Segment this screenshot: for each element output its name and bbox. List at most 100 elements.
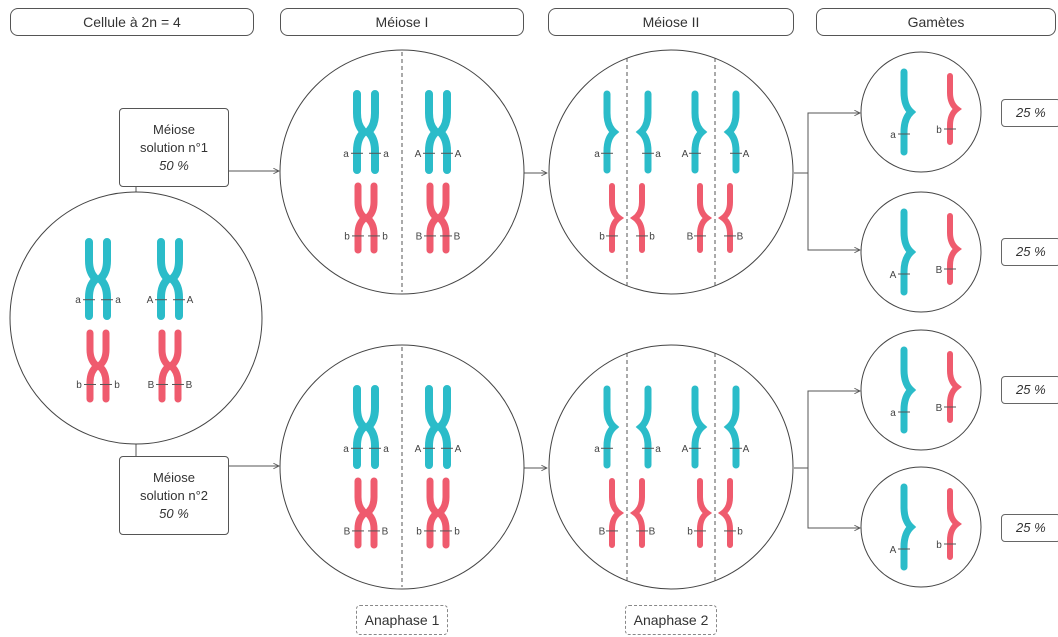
solution-1-percent: 50 % [159, 158, 189, 173]
allele-label: b [599, 231, 605, 242]
chromatid [609, 478, 625, 548]
header-meiosis-1: Méiose I [280, 8, 524, 36]
allele-label: b [649, 231, 655, 242]
chromatid [900, 483, 917, 571]
chromatid [433, 477, 450, 549]
gamete-percent-3: 25 % [1001, 376, 1058, 404]
chromatid [717, 183, 733, 253]
allele-label: A [187, 295, 194, 306]
chromatid [900, 346, 917, 434]
chromatid [900, 68, 917, 156]
allele-label: a [655, 149, 661, 160]
allele-label: A [890, 545, 897, 556]
solution-box-1: Méiose solution n°1 50 % [119, 108, 229, 187]
allele-label: A [682, 444, 689, 455]
gamete-circle-4 [860, 466, 982, 588]
gamete-circle-1 [860, 51, 982, 173]
solution-2-title: Méiose [153, 470, 195, 485]
allele-label: a [383, 444, 389, 455]
chromatid [603, 385, 620, 469]
allele-label: B [454, 231, 461, 242]
chromatid [361, 90, 379, 174]
allele-label: b [454, 526, 460, 537]
chromatid [93, 329, 110, 403]
allele-label: B [936, 403, 943, 414]
allele-label: a [383, 149, 389, 160]
chromatid [433, 90, 451, 174]
chromatid [629, 183, 645, 253]
solution-1-subtitle: solution n°1 [139, 140, 209, 155]
solution-box-2: Méiose solution n°2 50 % [119, 456, 229, 535]
header-cell: Cellule à 2n = 4 [10, 8, 254, 36]
initial-cell-circle [9, 191, 263, 445]
allele-label: B [649, 526, 656, 537]
chromatid [691, 90, 708, 174]
anaphase-2-label: Anaphase 2 [625, 605, 717, 635]
solution-2-subtitle: solution n°2 [139, 488, 209, 503]
gamete-circle-2 [860, 191, 982, 313]
allele-label: a [343, 149, 349, 160]
gamete-circle-3 [860, 329, 982, 451]
allele-label: A [415, 149, 422, 160]
allele-label: A [415, 444, 422, 455]
chromatid [361, 477, 378, 549]
allele-label: A [743, 444, 750, 455]
meiosis2-bottom-circle [548, 344, 794, 590]
allele-label: a [655, 444, 661, 455]
chromatid [629, 478, 645, 548]
allele-label: a [115, 295, 121, 306]
allele-label: B [148, 380, 155, 391]
chromatid [165, 329, 182, 403]
chromatid [93, 238, 111, 320]
gamete-percent-4: 25 % [1001, 514, 1058, 542]
allele-label: A [743, 149, 750, 160]
allele-label: b [114, 380, 120, 391]
allele-label: b [344, 231, 350, 242]
gamete-percent-2: 25 % [1001, 238, 1058, 266]
allele-label: B [599, 526, 606, 537]
allele-label: B [687, 231, 694, 242]
chromatid [697, 183, 713, 253]
solution-2-percent: 50 % [159, 506, 189, 521]
chromatid [900, 208, 917, 296]
chromatid [717, 478, 733, 548]
allele-label: B [186, 380, 193, 391]
chromatid [947, 73, 962, 145]
chromatid [723, 90, 740, 174]
chromatid [723, 385, 740, 469]
chromatid [433, 182, 450, 254]
chromatid [165, 238, 183, 320]
chromatid [697, 478, 713, 548]
allele-label: a [343, 444, 349, 455]
allele-label: A [455, 149, 462, 160]
allele-label: A [147, 295, 154, 306]
chromatid [361, 182, 378, 254]
allele-label: b [382, 231, 388, 242]
allele-label: a [594, 444, 600, 455]
chromatid [361, 385, 379, 469]
allele-label: A [890, 270, 897, 281]
chromatid [433, 385, 451, 469]
chromatid [691, 385, 708, 469]
allele-label: b [687, 526, 693, 537]
allele-label: a [75, 295, 81, 306]
allele-label: b [76, 380, 82, 391]
allele-label: B [416, 231, 423, 242]
header-gametes: Gamètes [816, 8, 1056, 36]
gamete-percent-1: 25 % [1001, 99, 1058, 127]
chromatid [947, 488, 962, 560]
allele-label: a [890, 408, 896, 419]
allele-label: B [936, 265, 943, 276]
allele-label: b [936, 125, 942, 136]
allele-label: B [737, 231, 744, 242]
chromatid [635, 90, 652, 174]
allele-label: B [344, 526, 351, 537]
allele-label: A [455, 444, 462, 455]
chromatid [609, 183, 625, 253]
allele-label: b [737, 526, 743, 537]
allele-label: B [382, 526, 389, 537]
allele-label: A [682, 149, 689, 160]
allele-label: b [936, 540, 942, 551]
chromatid [603, 90, 620, 174]
